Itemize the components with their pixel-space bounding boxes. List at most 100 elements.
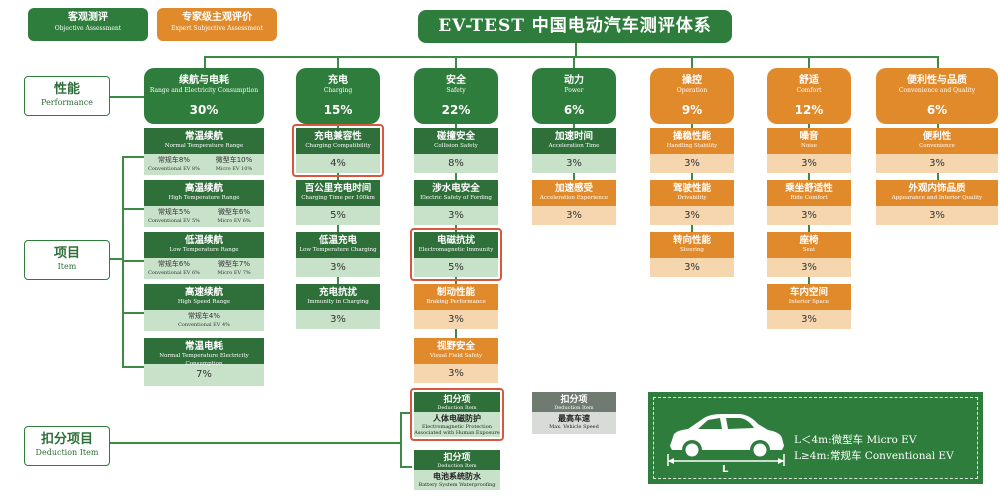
connector bbox=[575, 43, 577, 57]
category-cn: 舒适 bbox=[799, 75, 819, 86]
side-label-item: 项目 Item bbox=[24, 240, 110, 280]
connector bbox=[400, 466, 412, 468]
vehicle-size-legend: L L＜4m:微型车 Micro EV L≥4m:常规车 Conventiona… bbox=[648, 392, 983, 484]
legend-objective-en: Objective Assessment bbox=[54, 25, 122, 32]
item-en: Drivability bbox=[677, 195, 707, 201]
split-a-en: Conventional EV 6% bbox=[148, 270, 200, 276]
highlight-box bbox=[292, 124, 384, 177]
deduction-hd-en: Deduction Item bbox=[554, 405, 594, 411]
split-b-en: Micro EV 10% bbox=[215, 166, 253, 172]
item-cn: 充电抗扰 bbox=[318, 287, 357, 298]
category-en: Convenience and Quality bbox=[898, 87, 976, 94]
connector bbox=[937, 56, 939, 68]
split-a-en: Conventional EV 4% bbox=[178, 322, 230, 328]
category-en: Comfort bbox=[796, 87, 822, 94]
item-en: High Temperature Range bbox=[168, 195, 240, 201]
item-en: Handling Stability bbox=[666, 143, 718, 149]
deduction-cn: 电池系统防水 bbox=[433, 472, 481, 481]
side-label-deduction-cn: 扣分项目 bbox=[40, 432, 93, 447]
item-value: 3% bbox=[876, 154, 998, 173]
connector bbox=[122, 260, 144, 262]
split-a-en: Conventional EV 5% bbox=[148, 218, 200, 224]
deduction-cn: 最高车速 bbox=[558, 414, 590, 423]
item-value: 3% bbox=[296, 310, 380, 329]
item-en: Noise bbox=[801, 143, 817, 149]
split-a: 常规车6% bbox=[157, 260, 191, 268]
side-label-performance-cn: 性能 bbox=[53, 82, 80, 97]
highlight-box bbox=[410, 388, 504, 441]
item-cn: 驾驶性能 bbox=[672, 183, 711, 194]
connector bbox=[110, 442, 400, 444]
category-cn: 充电 bbox=[328, 75, 348, 86]
category-pct: 12% bbox=[794, 103, 824, 117]
category-convenience: 便利性与品质 Convenience and Quality 6% bbox=[876, 68, 998, 124]
item-value: 3% bbox=[767, 310, 851, 329]
item-en: Immunity in Charging bbox=[307, 299, 369, 305]
item-value: 7% bbox=[144, 364, 264, 386]
item-en: Acceleration Time bbox=[548, 143, 600, 149]
item-value: 3% bbox=[650, 258, 734, 277]
category-pct: 22% bbox=[441, 103, 471, 117]
category-cn: 便利性与品质 bbox=[907, 75, 967, 86]
connector bbox=[337, 56, 339, 68]
split-b-en: Micro EV 6% bbox=[217, 218, 251, 224]
deduction-en: Max. Vehicle Speed bbox=[549, 424, 599, 430]
connector bbox=[691, 56, 693, 68]
deduction-hd: 扣分项 bbox=[560, 395, 588, 405]
item-cn: 操稳性能 bbox=[672, 131, 711, 142]
item-cn: 高速续航 bbox=[184, 287, 223, 298]
category-range: 续航与电耗 Range and Electricity Consumption … bbox=[144, 68, 264, 124]
item-en: Charging Compatibility bbox=[305, 143, 371, 149]
item-cn: 常温续航 bbox=[184, 131, 223, 142]
item-en: Normal Temperature Range bbox=[164, 143, 244, 149]
category-en: Charging bbox=[323, 87, 353, 94]
item-en: Collision Safety bbox=[434, 143, 478, 149]
item-cn: 涉水电安全 bbox=[432, 183, 480, 194]
deduction-en: Electromagnetic Protection Associated wi… bbox=[414, 424, 500, 436]
deduction-en: Battery System Waterproofing bbox=[418, 482, 496, 488]
item-cn: 便利性 bbox=[922, 131, 952, 142]
legend-expert-cn: 专家级主观评价 bbox=[182, 12, 252, 23]
item-en: Charging Time per 100km bbox=[301, 195, 375, 201]
category-en: Safety bbox=[446, 87, 466, 94]
item-en: Steering bbox=[680, 247, 704, 253]
connector bbox=[204, 56, 206, 68]
category-en: Power bbox=[564, 87, 584, 94]
connector bbox=[808, 56, 810, 68]
item-en: Interior Space bbox=[788, 299, 830, 305]
category-comfort: 舒适 Comfort 12% bbox=[767, 68, 851, 124]
split-b: 微型车10% bbox=[215, 156, 253, 164]
category-cn: 操控 bbox=[682, 75, 702, 86]
item-cn: 车内空间 bbox=[789, 287, 828, 298]
category-pct: 9% bbox=[681, 103, 703, 117]
item-en: Braking Performance bbox=[426, 299, 486, 305]
connector bbox=[122, 208, 144, 210]
item-cn: 加速时间 bbox=[554, 131, 593, 142]
item-en: Visual Field Safety bbox=[429, 353, 483, 359]
diagram-title: EV-TEST 中国电动汽车测评体系 bbox=[418, 10, 732, 43]
item-cn: 加速感受 bbox=[554, 183, 593, 194]
item-value: 3% bbox=[414, 206, 498, 225]
category-safety: 安全 Safety 22% bbox=[414, 68, 498, 124]
item-cn: 视野安全 bbox=[436, 341, 475, 352]
item-cn: 制动性能 bbox=[436, 287, 475, 298]
connector bbox=[110, 258, 122, 260]
item-en: High Speed Range bbox=[177, 299, 231, 305]
item-en: Acceleration Experience bbox=[539, 195, 609, 201]
item-en: Convenience bbox=[919, 143, 955, 149]
item-cn: 电磁抗扰 bbox=[436, 235, 475, 246]
split-a: 常规车8% bbox=[157, 156, 191, 164]
item-value: 3% bbox=[650, 154, 734, 173]
